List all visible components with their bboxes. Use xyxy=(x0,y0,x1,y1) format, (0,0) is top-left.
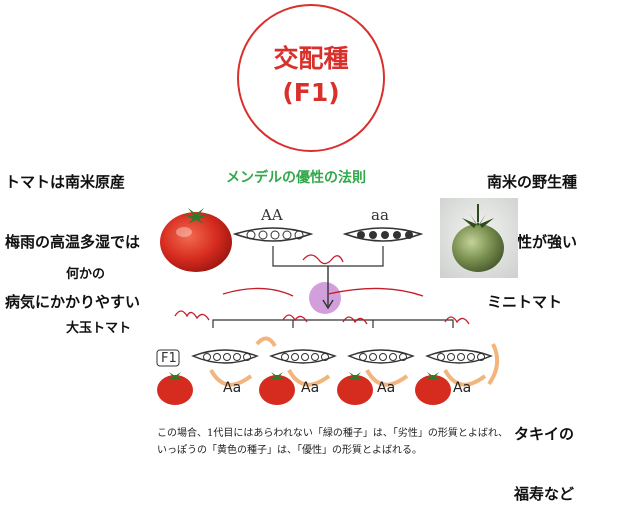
title-circle: 交配種 (F1) xyxy=(237,4,385,152)
right-bottom-label: タキイの 福寿など xyxy=(514,384,574,524)
offspring-tomato-3 xyxy=(337,372,373,405)
left-note: トマトは南米原産 梅雨の高温多湿では 病気にかかりやすい xyxy=(5,132,140,332)
law-label: メンデルの優性の法則 xyxy=(226,170,366,186)
left-note-line-1: トマトは南米原産 xyxy=(5,173,126,191)
offspring-genotype-4: Aa xyxy=(453,380,471,396)
right-note-line-1: 南米の野生種 xyxy=(487,173,578,191)
right-bottom-label-line-1: タキイの xyxy=(514,425,575,443)
left-tomato-label-line-1: 何かの xyxy=(66,267,106,282)
caption-line-1: この場合、1代目にはあらわれない「緑の種子」は、「劣性」の形質とよばれ、 xyxy=(157,428,508,439)
left-note-line-3: 病気にかかりやすい xyxy=(5,293,141,311)
mendel-figure: AA aa F1 xyxy=(156,206,500,405)
left-tomato-label-line-2: 大玉トマト xyxy=(66,321,132,336)
parent-pod-left xyxy=(232,227,314,242)
caption-line-2: いっぽうの「黄色の種子」は、「優性」の形質とよばれる。 xyxy=(157,445,422,456)
offspring-pod-4 xyxy=(425,349,493,364)
offspring-genotype-2: Aa xyxy=(301,380,319,396)
left-note-line-2: 梅雨の高温多湿では xyxy=(5,233,141,251)
parent-left-genotype: AA xyxy=(260,206,283,224)
large-tomato-image xyxy=(160,208,232,272)
cross-highlight xyxy=(309,282,341,314)
offspring-tomato-4 xyxy=(415,372,451,405)
parent-right-genotype: aa xyxy=(371,206,389,224)
right-bottom-label-line-2: 福寿など xyxy=(514,485,575,503)
offspring-pod-3 xyxy=(347,349,415,364)
f1-label: F1 xyxy=(161,351,177,366)
offspring-genotype-1: Aa xyxy=(223,380,241,396)
title-line-2: (F1) xyxy=(282,78,340,107)
offspring-tomato-2 xyxy=(259,372,295,405)
title-line-1: 交配種 xyxy=(273,44,349,73)
left-tomato-label: 何かの 大玉トマト xyxy=(66,230,131,356)
offspring-pod-1 xyxy=(191,349,259,364)
offspring-pod-2 xyxy=(269,349,337,364)
offspring-tomato-1 xyxy=(157,372,193,405)
parent-pod-right xyxy=(342,227,424,242)
offspring-genotype-3: Aa xyxy=(377,380,395,396)
wild-tomato-photo xyxy=(440,198,518,278)
right-note-line-3: ミニトマト xyxy=(487,293,563,311)
